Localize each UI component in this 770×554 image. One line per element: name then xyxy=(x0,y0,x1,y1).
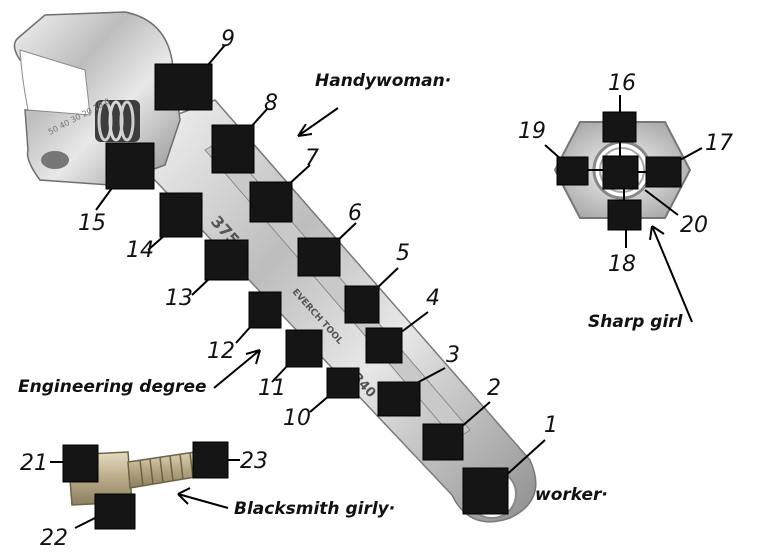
label-1: 1 xyxy=(544,413,558,438)
box-15 xyxy=(105,142,155,190)
leader-9 xyxy=(207,44,226,66)
box-18 xyxy=(607,199,642,231)
leader-20 xyxy=(644,189,679,216)
wrench-jaw-gap xyxy=(19,49,91,116)
leader-1 xyxy=(502,439,546,479)
wrench-head xyxy=(13,11,181,186)
label-4: 4 xyxy=(426,286,440,311)
redaction-boxes xyxy=(62,63,682,530)
box-3 xyxy=(377,381,421,417)
box-14 xyxy=(159,192,203,238)
label-7: 7 xyxy=(305,146,319,171)
leader-17 xyxy=(679,147,703,161)
box-10 xyxy=(326,367,360,399)
box-22 xyxy=(94,493,136,530)
leader-15 xyxy=(95,187,113,211)
phrase-handywoman: Handywoman· xyxy=(315,71,451,91)
box-13 xyxy=(204,239,249,281)
label-2: 2 xyxy=(487,376,501,401)
label-13: 13 xyxy=(165,286,193,311)
box-20 xyxy=(602,155,639,190)
phrase-engineering-degree: Engineering degree xyxy=(18,377,207,397)
box-6 xyxy=(297,237,341,277)
label-17: 17 xyxy=(705,131,733,156)
arrow-blacksmith xyxy=(177,487,229,509)
box-11 xyxy=(285,329,323,368)
leader-22 xyxy=(74,517,96,529)
box-16 xyxy=(602,111,637,143)
arrow-engineering xyxy=(213,349,261,389)
phrase-sharp-girl: Sharp girl xyxy=(588,312,684,332)
label-15: 15 xyxy=(78,211,106,236)
label-6: 6 xyxy=(348,201,362,226)
box-1 xyxy=(462,467,509,515)
arrow-sharp xyxy=(649,225,693,323)
box-17 xyxy=(645,156,682,188)
label-9: 9 xyxy=(221,27,235,52)
label-3: 3 xyxy=(446,343,460,368)
box-7 xyxy=(249,181,293,223)
box-19 xyxy=(556,156,589,186)
arrow-handywoman xyxy=(297,107,339,137)
box-23 xyxy=(192,441,229,479)
label-20: 20 xyxy=(680,213,708,238)
label-5: 5 xyxy=(396,241,410,266)
label-22: 22 xyxy=(40,526,68,551)
phrase-blacksmith-girly: Blacksmith girly· xyxy=(234,499,395,519)
box-8 xyxy=(211,124,255,174)
adjusting-worm-screw xyxy=(95,100,140,142)
leader-4 xyxy=(399,311,429,334)
box-5 xyxy=(344,285,380,324)
box-21 xyxy=(62,444,99,483)
phrase-labels: Handywoman· worker· Engineering degree B… xyxy=(18,71,684,519)
label-8: 8 xyxy=(264,91,278,116)
wrench-head-hole xyxy=(41,151,69,169)
label-12: 12 xyxy=(207,339,235,364)
leader-13 xyxy=(191,277,211,296)
label-18: 18 xyxy=(608,252,636,277)
leader-11 xyxy=(271,364,289,383)
label-21: 21 xyxy=(20,451,48,476)
number-labels: 1 2 3 4 5 6 7 8 9 10 11 12 13 14 15 16 1… xyxy=(20,27,733,551)
label-10: 10 xyxy=(283,406,311,431)
label-11: 11 xyxy=(258,376,286,401)
label-19: 19 xyxy=(518,119,546,144)
label-23: 23 xyxy=(240,449,268,474)
box-12 xyxy=(248,291,282,329)
box-4 xyxy=(365,327,403,364)
leader-2 xyxy=(459,401,491,429)
label-14: 14 xyxy=(126,238,154,263)
phrase-worker: worker· xyxy=(535,485,608,505)
box-2 xyxy=(422,423,464,461)
label-16: 16 xyxy=(608,71,636,96)
box-9 xyxy=(154,63,213,111)
